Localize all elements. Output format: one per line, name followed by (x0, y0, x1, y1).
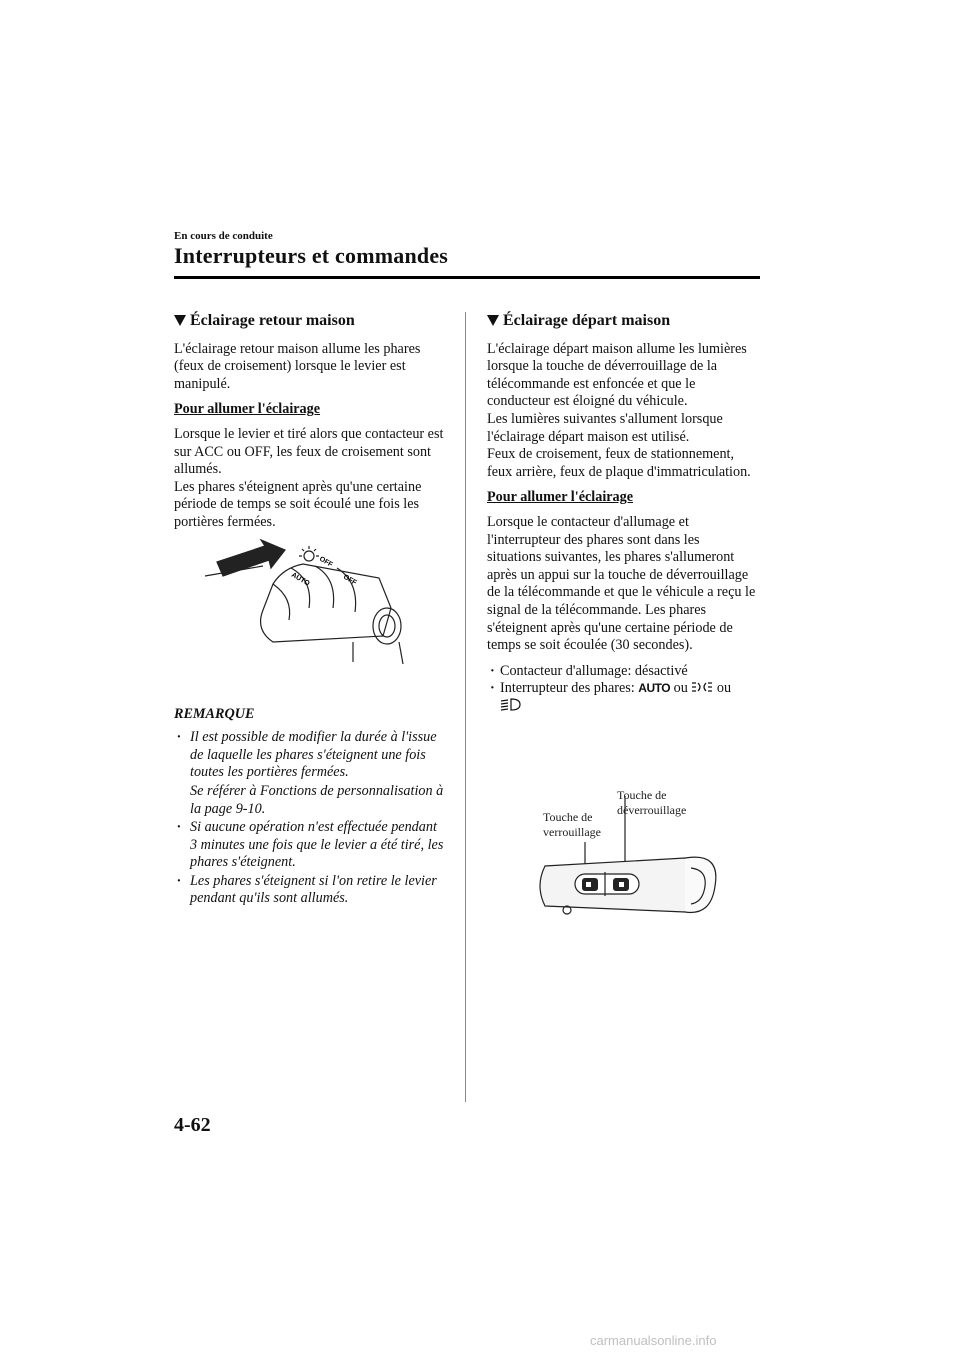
right-intro3: Feux de croisement, feux de stationnemen… (487, 446, 751, 480)
right-intro1: L'éclairage départ maison allume les lum… (487, 340, 747, 410)
unlock-button-caption: Touche de déverrouillage (617, 788, 687, 817)
page-number: 4-62 (174, 1114, 211, 1136)
key-fob-figure (539, 796, 717, 915)
left-intro: L'éclairage retour maison allume les pha… (174, 340, 421, 392)
chapter-title: Interrupteurs et commandes (174, 243, 449, 268)
note-title: REMARQUE (174, 705, 255, 722)
condition-headlight-switch: Interrupteur des phares: AUTO ou ou (487, 680, 757, 715)
triangle-marker-icon (487, 315, 499, 327)
right-body: Lorsque le contacteur d'allumage et l'in… (487, 513, 756, 654)
left-subheading: Pour allumer l'éclairage (174, 401, 321, 418)
notes-list: Il est possible de modifier la durée à l… (174, 729, 444, 908)
right-column: Éclairage départ maison L'éclairage dépa… (487, 312, 757, 715)
right-subheading: Pour allumer l'éclairage (487, 489, 634, 506)
left-body1: Lorsque le levier et tiré alors que cont… (174, 425, 444, 478)
parking-lights-icon (692, 682, 713, 692)
cond2-ou2: ou (713, 680, 732, 697)
auto-icon: AUTO (638, 681, 671, 696)
low-beam-icon (500, 698, 521, 711)
triangle-marker-icon (174, 315, 186, 327)
cond2-ou1: ou (670, 680, 692, 697)
right-intro2: Les lumières suivantes s'allument lorsqu… (487, 410, 723, 445)
note-item-reference: Se référer à Fonctions de personnalisati… (190, 782, 444, 817)
watermark: carmanualsonline.info (590, 1333, 717, 1348)
header-rule (174, 276, 760, 279)
lock-button-caption: Touche de verrouillage (543, 810, 601, 839)
lever-label-auto: AUTO (290, 572, 311, 588)
cond2-prefix: Interrupteur des phares: (500, 680, 639, 697)
section-label: En cours de conduite (174, 230, 273, 242)
right-heading-text: Éclairage départ maison (503, 312, 671, 329)
note-item: Il est possible de modifier la durée à l… (174, 729, 444, 782)
pull-arrow-icon (216, 538, 286, 577)
left-column: Éclairage retour maison L'éclairage reto… (174, 312, 444, 909)
note-item: Les phares s'éteignent si l'on retire le… (174, 873, 444, 908)
lever-label-off-2: OFF (342, 574, 358, 587)
left-body2: Les phares s'éteignent après qu'une cert… (174, 478, 422, 530)
column-divider (465, 312, 466, 1102)
condition-ignition: Contacteur d'allumage: désactivé (487, 663, 757, 681)
left-heading: Éclairage retour maison (174, 312, 444, 330)
note-item: Si aucune opération n'est effectuée pend… (174, 819, 444, 872)
left-heading-text: Éclairage retour maison (190, 312, 355, 329)
conditions-list: Contacteur d'allumage: désactivé Interru… (487, 663, 757, 716)
headlight-lever-figure: OFF AUTO OFF (204, 538, 404, 665)
right-heading: Éclairage départ maison (487, 312, 757, 330)
